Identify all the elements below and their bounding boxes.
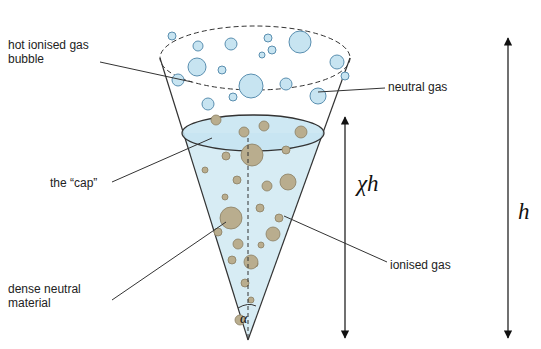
gas-bubble: [280, 78, 292, 90]
gas-bubble: [268, 46, 276, 54]
gas-bubble: [310, 88, 326, 104]
dense-clump: [222, 194, 228, 200]
dimension-label: h: [518, 198, 530, 226]
dense-clump: [256, 204, 264, 212]
dense-clump: [220, 207, 242, 229]
gas-bubble: [341, 72, 349, 80]
dense-clump: [239, 127, 249, 137]
dense-clump: [202, 167, 208, 173]
dense-clump: [233, 176, 241, 184]
callout-label: neutral gas: [388, 80, 478, 94]
dense-clump: [222, 152, 230, 160]
dense-clump: [228, 256, 236, 264]
gas-bubble: [289, 31, 311, 53]
gas-bubble: [188, 58, 206, 76]
dense-clump: [211, 115, 221, 125]
gas-bubble: [264, 34, 272, 42]
dense-clump: [248, 297, 254, 303]
dense-clump: [266, 227, 280, 241]
dense-clump: [280, 174, 296, 190]
dense-clump: [282, 146, 290, 154]
dense-clump: [241, 144, 263, 166]
gas-bubble: [229, 93, 237, 101]
callout-label: dense neutral material: [8, 282, 118, 311]
gas-bubble: [330, 55, 344, 69]
dense-clump: [233, 239, 243, 249]
dense-clump: [259, 121, 269, 131]
gas-bubble: [202, 98, 214, 110]
callout-label: hot ionised gas bubble: [8, 38, 103, 67]
gas-bubble: [225, 38, 237, 50]
angle-label: α: [240, 311, 247, 328]
callout-label: ionised gas: [390, 258, 480, 272]
dimension-label: χh: [357, 170, 379, 198]
dense-clump: [258, 242, 264, 248]
gas-bubble: [259, 52, 265, 58]
dense-clump: [262, 181, 272, 191]
gas-bubble: [218, 66, 226, 74]
gas-bubble: [239, 74, 263, 98]
dense-clump: [275, 214, 283, 222]
callout-label: the “cap”: [50, 176, 130, 190]
gas-bubble: [193, 41, 203, 51]
dense-clump: [295, 126, 307, 138]
dense-clump: [244, 255, 258, 269]
gas-bubble: [168, 32, 176, 40]
